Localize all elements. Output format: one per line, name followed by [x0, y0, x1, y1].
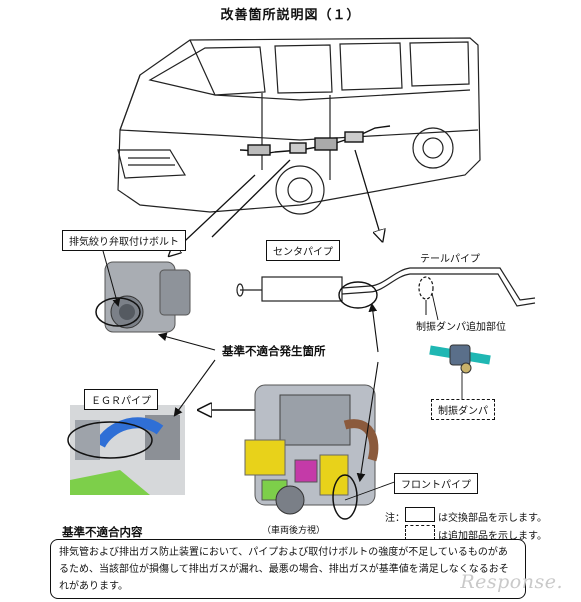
label-front-pipe: フロントパイプ	[394, 473, 478, 494]
label-nonconformity-location: 基準不適合発生箇所	[222, 344, 326, 358]
exhaust-throttle-valve-drawing	[95, 239, 191, 333]
egr-pipe-drawing	[67, 405, 185, 495]
figure-title: 改善箇所説明図（１）	[220, 8, 361, 23]
center-tail-pipe-drawing	[236, 267, 536, 315]
damper-drawing	[429, 344, 491, 374]
nonconformity-text: 排気管および排出ガス防止装置において、パイプおよび取付けボルトの強度が不足してい…	[50, 539, 526, 599]
label-damper: 制振ダンパ	[431, 399, 495, 420]
engine-drawing	[244, 384, 379, 520]
label-center-pipe: センタパイプ	[266, 240, 340, 261]
nonconformity-heading: 基準不適合内容	[62, 525, 143, 539]
van-drawing	[117, 37, 481, 215]
response-watermark: Response.	[460, 571, 563, 593]
legend-replaced-swatch	[405, 507, 435, 522]
legend-replaced-text: は交換部品を示します。	[438, 513, 547, 524]
exhaust-in-van	[239, 125, 391, 156]
label-exhaust-throttle-valve-bolt: 排気絞り弁取付けボルト	[62, 230, 186, 251]
legend-note-prefix: 注：	[385, 513, 405, 524]
label-tail-pipe: テールパイプ	[420, 254, 480, 265]
legend-added-swatch	[405, 525, 435, 540]
label-egr-pipe: ＥＧＲパイプ	[84, 389, 158, 410]
label-rear-view: （車両後方視）	[262, 526, 326, 536]
legend-added-text: は追加部品を示します。	[438, 531, 547, 542]
label-damper-add-location: 制振ダンパ追加部位	[416, 322, 506, 333]
